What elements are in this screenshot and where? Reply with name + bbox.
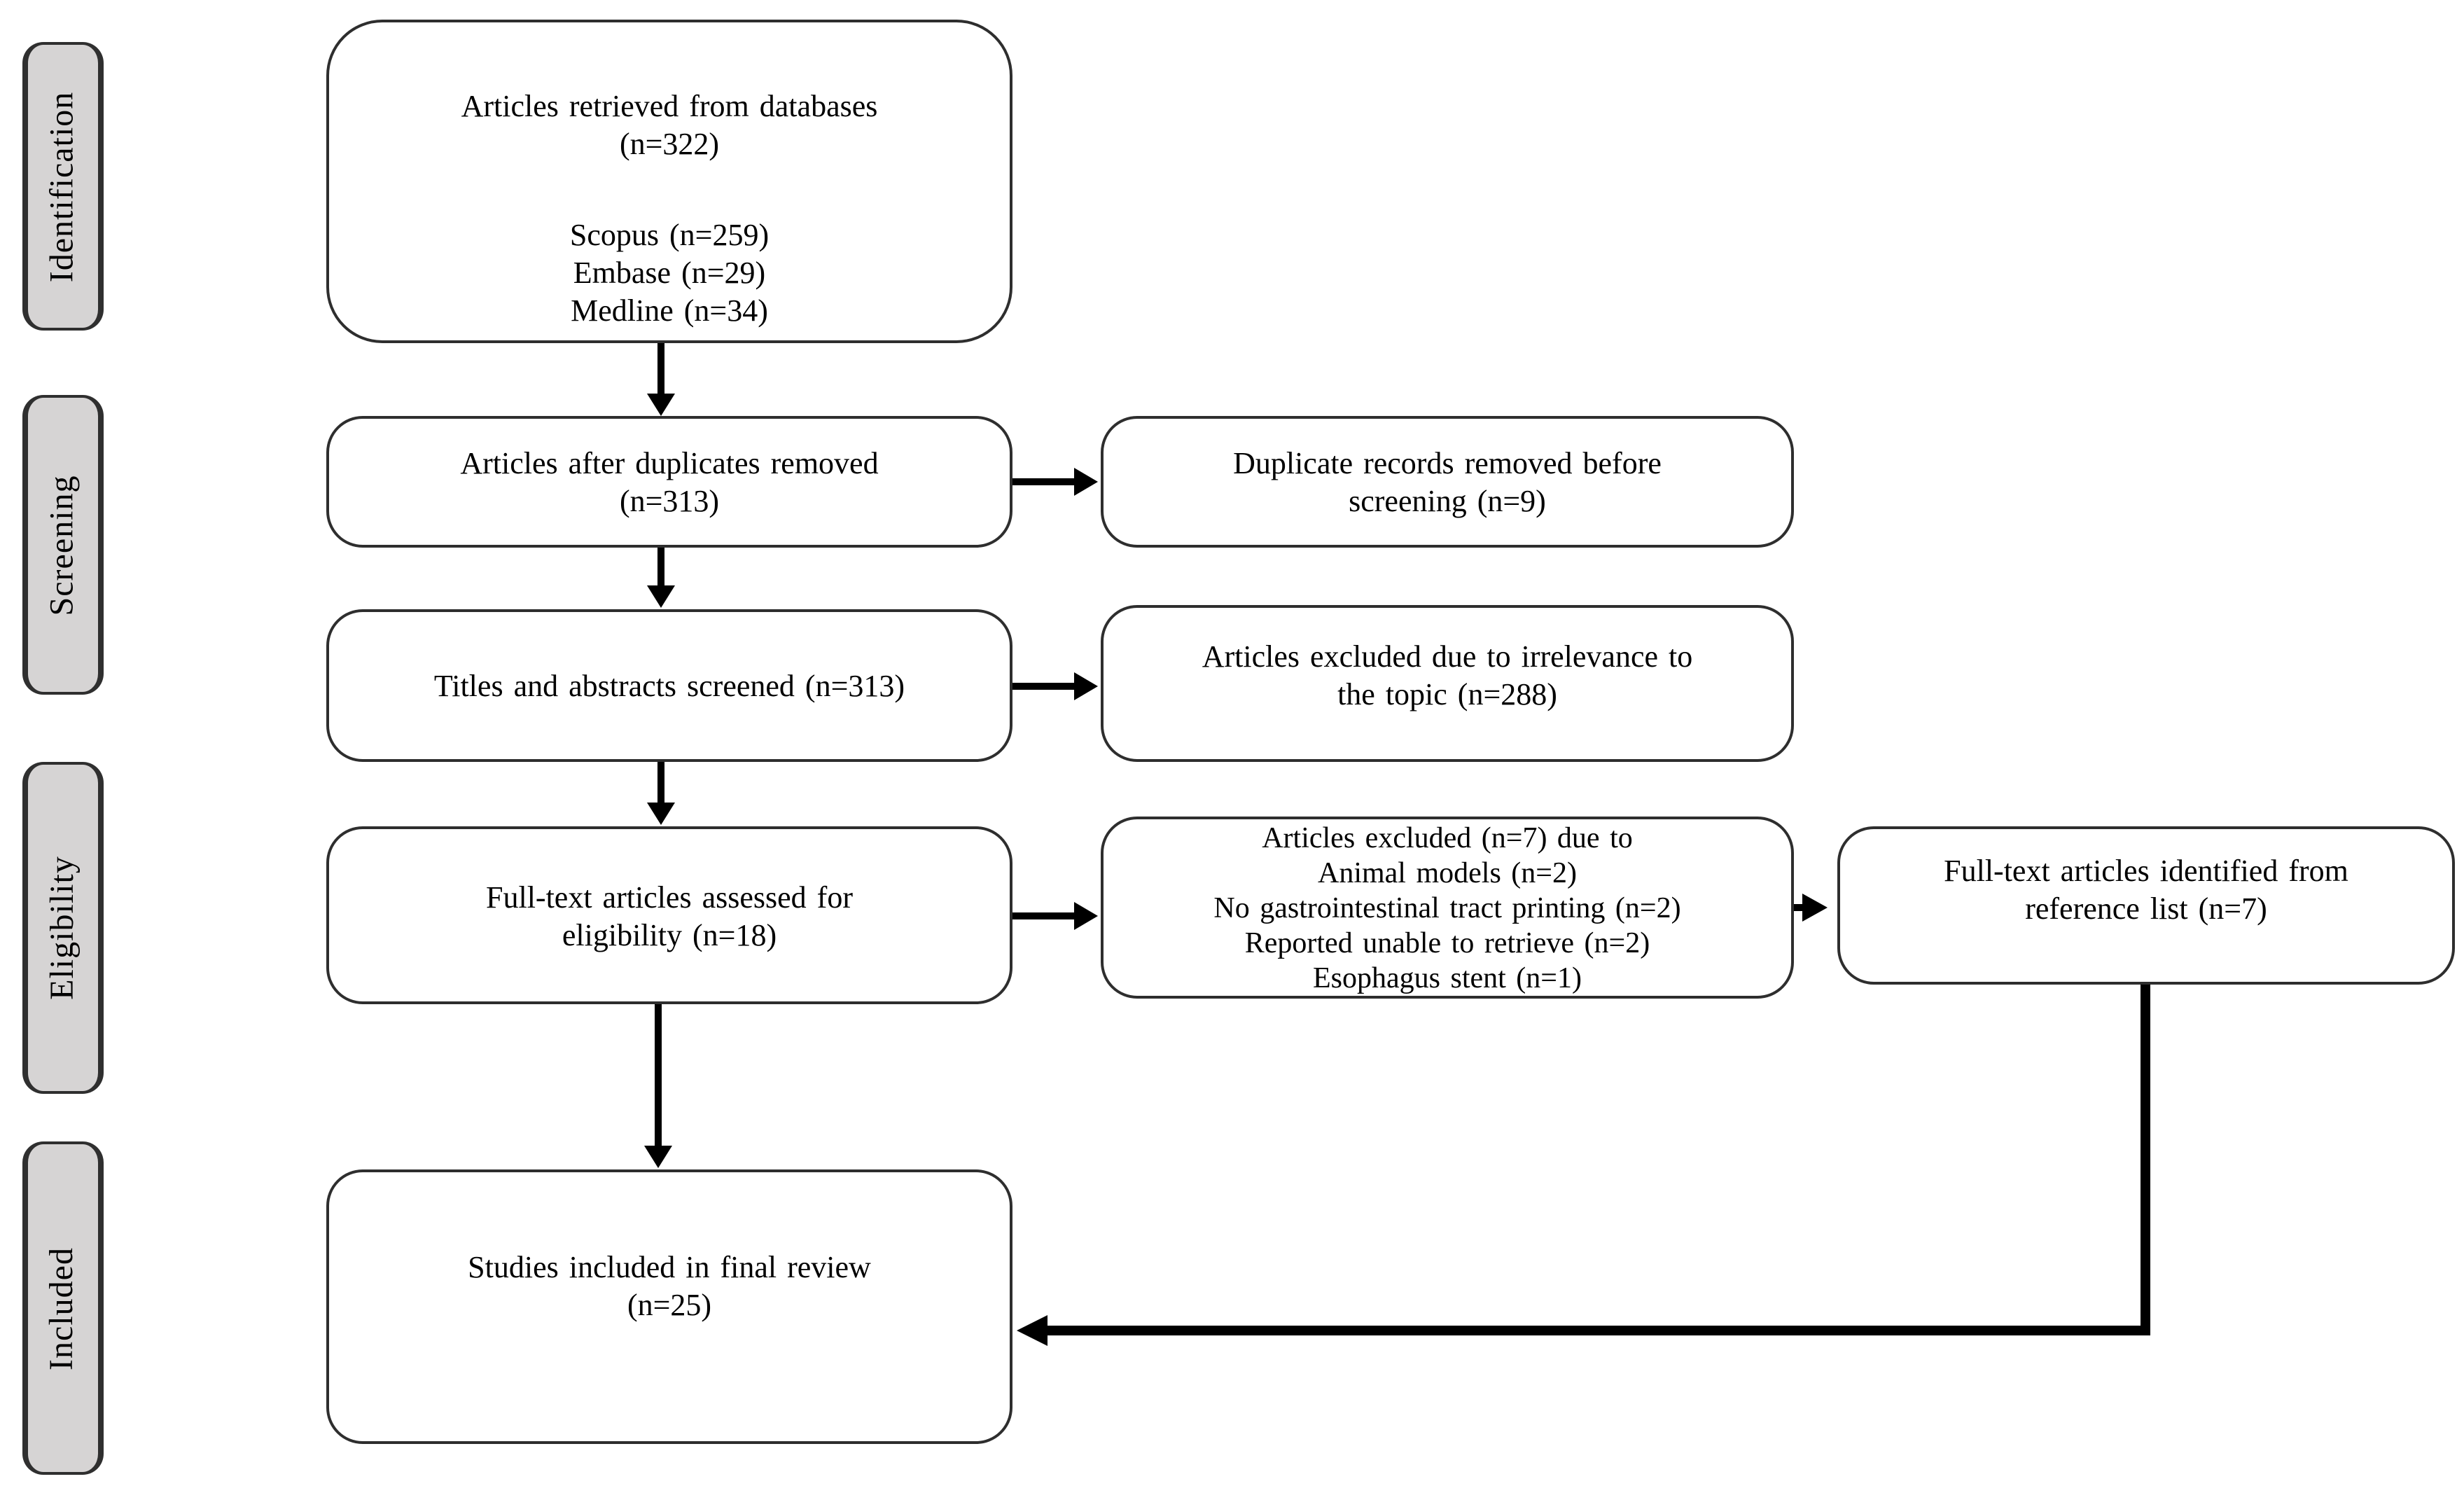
box-text-line: Articles excluded due to irrelevance to xyxy=(1202,639,1693,674)
box-text-line: Titles and abstracts screened (n=313) xyxy=(433,668,905,703)
box-after-duplicates-removed: Articles after duplicates removed (n=313… xyxy=(326,416,1012,548)
box-excluded-irrelevant: Articles excluded due to irrelevance to … xyxy=(1101,605,1794,762)
exclusion-reason-esophagus-stent: Esophagus stent (n=1) xyxy=(1313,960,1582,994)
box-text-line: Duplicate records removed before xyxy=(1233,445,1662,480)
stage-identification: Identification xyxy=(22,42,104,331)
box-fulltext-excluded-reasons: Articles excluded (n=7) due to Animal mo… xyxy=(1101,817,1794,999)
box-studies-included-final: Studies included in final review (n=25) xyxy=(326,1169,1012,1444)
exclusion-reason-animal-models: Animal models (n=2) xyxy=(1318,855,1577,889)
box-duplicate-records-removed: Duplicate records removed before screeni… xyxy=(1101,416,1794,548)
database-source-list: Scopus (n=259) Embase (n=29) Medline (n=… xyxy=(570,216,769,329)
box-text-line: Articles after duplicates removed xyxy=(460,445,879,480)
box-count-line: (n=322) xyxy=(619,126,720,161)
arrow-fulltext-to-excluded xyxy=(1012,902,1098,930)
box-count-line: eligibility (n=18) xyxy=(562,917,777,952)
box-count-line: (n=313) xyxy=(619,483,720,518)
arrow-dedup-to-screened xyxy=(647,548,675,608)
box-fulltext-assessed: Full-text articles assessed for eligibil… xyxy=(326,826,1012,1004)
source-medline: Medline (n=34) xyxy=(571,293,768,328)
exclusion-total-line: Articles excluded (n=7) due to xyxy=(1262,820,1633,854)
box-text-line: Full-text articles identified from xyxy=(1944,853,2348,888)
box-count-line: screening (n=9) xyxy=(1349,483,1546,518)
arrow-dedup-to-duplicates-removed xyxy=(1012,468,1098,496)
box-count-line: (n=25) xyxy=(627,1287,712,1322)
arrow-screened-to-fulltext xyxy=(647,762,675,825)
box-articles-retrieved: Articles retrieved from databases (n=322… xyxy=(326,20,1012,343)
arrow-reference-list-to-included xyxy=(1017,985,2150,1346)
exclusion-reason-no-gi-printing: No gastrointestinal tract printing (n=2) xyxy=(1213,890,1681,924)
box-text-line: Articles retrieved from databases xyxy=(461,88,878,123)
box-reference-list-identified: Full-text articles identified from refer… xyxy=(1837,826,2455,985)
arrow-fulltext-to-included xyxy=(644,1004,672,1168)
stage-screening: Screening xyxy=(22,395,104,695)
box-count-line: reference list (n=7) xyxy=(2025,891,2267,926)
source-scopus: Scopus (n=259) xyxy=(569,217,770,252)
box-text-line: Full-text articles assessed for xyxy=(486,879,853,914)
arrow-retrieved-to-dedup xyxy=(647,343,675,416)
box-titles-abstracts-screened: Titles and abstracts screened (n=313) xyxy=(326,609,1012,762)
exclusion-reason-unable-to-retrieve: Reported unable to retrieve (n=2) xyxy=(1244,925,1650,959)
box-count-line: the topic (n=288) xyxy=(1337,676,1557,711)
stage-eligibility: Eligibility xyxy=(22,762,104,1094)
box-text-line: Studies included in final review xyxy=(468,1249,871,1284)
source-embase: Embase (n=29) xyxy=(573,255,766,290)
arrow-screened-to-excluded xyxy=(1012,672,1098,700)
stage-included: Included xyxy=(22,1141,104,1475)
